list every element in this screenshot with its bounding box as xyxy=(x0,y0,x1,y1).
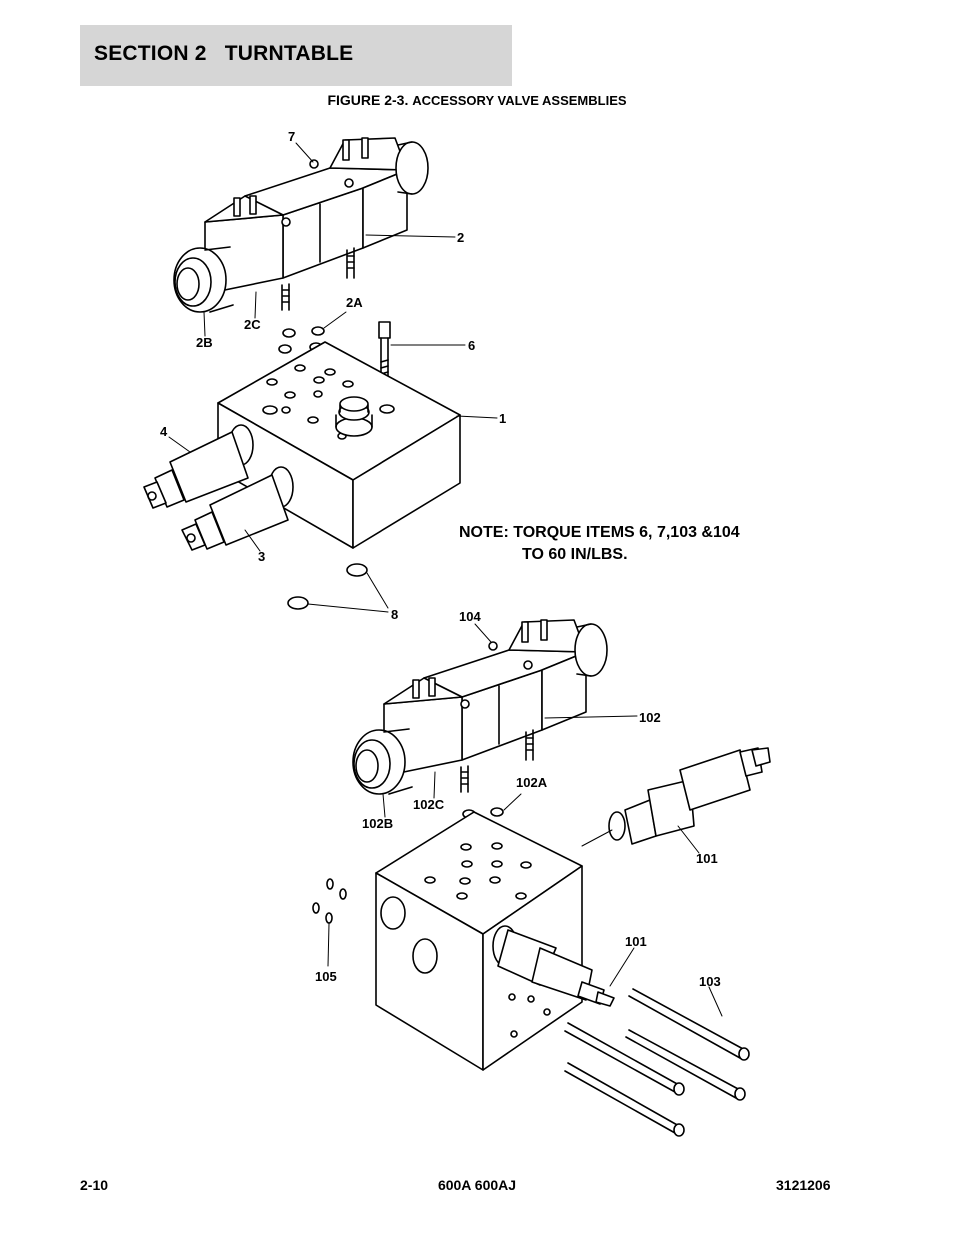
callout-4: 4 xyxy=(160,424,168,439)
callout-2a: 2A xyxy=(346,295,363,310)
callout-101-loose: 101 xyxy=(696,851,718,866)
callout-104: 104 xyxy=(459,609,481,624)
upper-valve-assembly: 7 2 2A 2C 2B 6 1 4 3 8 xyxy=(143,129,506,622)
solenoid-valve-102 xyxy=(352,619,608,795)
cartridge-valve-101-loose xyxy=(608,747,771,845)
callout-103: 103 xyxy=(699,974,721,989)
callout-102c: 102C xyxy=(413,797,445,812)
callout-105: 105 xyxy=(315,969,337,984)
footer-doc-number: 3121206 xyxy=(776,1177,831,1193)
o-rings-8 xyxy=(287,563,368,610)
callout-1: 1 xyxy=(499,411,506,426)
callout-101-installed: 101 xyxy=(625,934,647,949)
cartridge-valve-4 xyxy=(143,424,254,509)
section-header-band: SECTION 2 TURNTABLE xyxy=(80,25,512,86)
footer-model: 600A 600AJ xyxy=(437,1177,517,1193)
callout-2c: 2C xyxy=(244,317,261,332)
bolts-103 xyxy=(564,988,750,1137)
callout-8: 8 xyxy=(391,607,398,622)
figure-label: FIGURE 2-3. xyxy=(327,92,409,108)
callout-2: 2 xyxy=(457,230,464,245)
callout-102: 102 xyxy=(639,710,661,725)
figure-title: FIGURE 2-3. ACCESSORY VALVE ASSEMBLIES xyxy=(0,92,954,108)
callout-102a: 102A xyxy=(516,775,548,790)
o-rings-105 xyxy=(312,878,347,924)
footer-page-number: 2-10 xyxy=(80,1177,109,1193)
lower-valve-assembly: 104 102 102A 102C 102B 101 101 103 105 xyxy=(312,609,771,1137)
section-title: SECTION 2 TURNTABLE xyxy=(94,42,354,65)
callout-2b: 2B xyxy=(196,335,213,350)
callout-6: 6 xyxy=(468,338,475,353)
manifold-block-lower xyxy=(375,811,583,1071)
upper-leader-lines xyxy=(168,142,498,613)
torque-note-line-1: NOTE: TORQUE ITEMS 6, 7,103 &104 xyxy=(459,524,740,541)
torque-note: NOTE: TORQUE ITEMS 6, 7,103 &104 TO 60 I… xyxy=(459,522,740,566)
callout-3: 3 xyxy=(258,549,265,564)
solenoid-valve-2 xyxy=(173,137,429,313)
callout-7: 7 xyxy=(288,129,295,144)
cartridge-valve-101-installed xyxy=(492,925,615,1007)
torque-note-line-2: TO 60 IN/LBS. xyxy=(522,546,628,563)
callout-102b: 102B xyxy=(362,816,393,831)
lower-leader-lines xyxy=(327,623,723,1017)
figure-caption: ACCESSORY VALVE ASSEMBLIES xyxy=(412,93,627,108)
cartridge-valve-3 xyxy=(181,466,294,551)
